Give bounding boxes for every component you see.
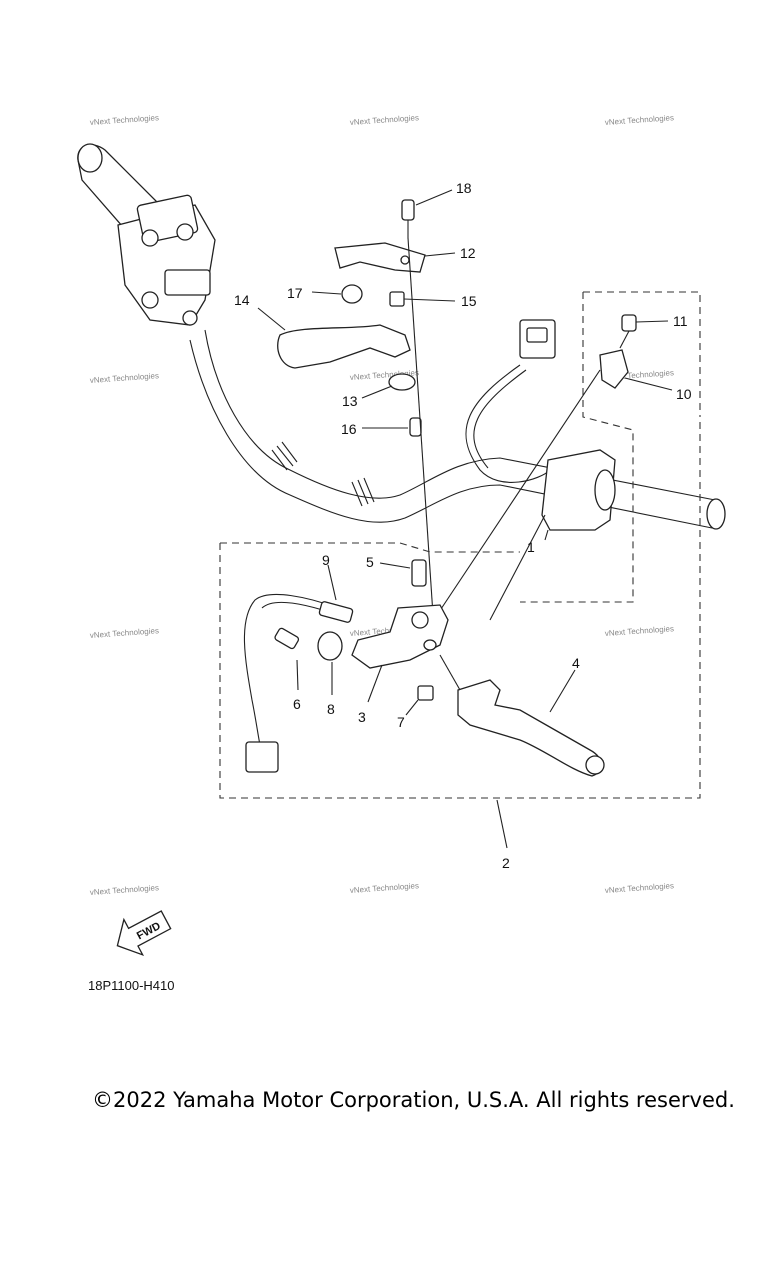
- watermark-text: vNext Technologies: [605, 624, 675, 638]
- watermark-text: vNext Technologies: [350, 113, 420, 127]
- part-17-knob: [311, 284, 363, 304]
- watermark: vNext Technologies: [90, 113, 160, 127]
- watermark: vNext Technologies: [90, 371, 160, 385]
- callout-2-leader: [496, 799, 508, 849]
- watermark: vNext Technologies: [90, 626, 160, 640]
- callout-box-upper: [520, 291, 701, 603]
- part-labels: 1 2 3 4 5 6 7 8 9 10 11 12 13 14 15 16 1…: [234, 180, 692, 871]
- part-label-12: 12: [460, 245, 476, 261]
- part-8-adjuster: [317, 631, 343, 695]
- part-7-nut: [405, 685, 434, 716]
- watermark-text: vNext Technologies: [605, 113, 675, 127]
- watermark: vNext Technologies: [605, 881, 675, 895]
- part-4-lever: [439, 654, 605, 777]
- part-6-screw: [274, 627, 300, 691]
- watermark: vNext Technologies: [350, 881, 420, 895]
- part-1-switch: [465, 319, 616, 621]
- part-label-2: 2: [502, 855, 510, 871]
- part-16-bolt: [362, 417, 422, 437]
- part-18-bolt: [401, 189, 453, 238]
- copyright-notice: ©2022 Yamaha Motor Corporation, U.S.A. A…: [92, 1088, 735, 1112]
- part-13-washer: [361, 373, 416, 399]
- part-label-8: 8: [327, 701, 335, 717]
- part-label-5: 5: [366, 554, 374, 570]
- part-label-18: 18: [456, 180, 472, 196]
- fwd-arrow-icon: FWD: [116, 910, 172, 957]
- part-10-clamp: [434, 349, 673, 619]
- watermark: vNext Technologies: [90, 883, 160, 897]
- assembly-axis: [407, 237, 435, 631]
- watermark: vNext Technologies: [605, 624, 675, 638]
- watermark: vNext Technologies: [605, 113, 675, 127]
- diagram-code: 18P1100-H410: [88, 978, 175, 993]
- watermark-text: vNext Technologies: [90, 113, 160, 127]
- part-label-4: 4: [572, 655, 580, 671]
- part-12-holder: [334, 242, 456, 273]
- brake-master-cylinder: [117, 194, 216, 326]
- part-label-14: 14: [234, 292, 250, 308]
- part-11-screw: [619, 314, 669, 349]
- part-label-15: 15: [461, 293, 477, 309]
- part-label-7: 7: [397, 714, 405, 730]
- part-3-bracket: [351, 604, 449, 703]
- watermark: vNext Technologies: [350, 113, 420, 127]
- watermark-text: vNext Technologies: [350, 881, 420, 895]
- watermark-text: vNext Technologies: [90, 883, 160, 897]
- part-label-11: 11: [673, 313, 688, 329]
- part-label-9: 9: [322, 552, 330, 568]
- part-label-10: 10: [676, 386, 692, 402]
- part-label-6: 6: [293, 696, 301, 712]
- watermark-text: vNext Technologies: [90, 626, 160, 640]
- part-9-cable-switch: [243, 564, 354, 773]
- part-14-lever: [257, 307, 411, 369]
- callout-box-lower: [219, 418, 701, 799]
- part-15-nut: [389, 291, 456, 307]
- part-label-16: 16: [341, 421, 357, 437]
- part-5-bolt: [379, 559, 427, 587]
- part-label-17: 17: [287, 285, 303, 301]
- watermark-text: vNext Technologies: [605, 881, 675, 895]
- watermark-text: vNext Technologies: [90, 371, 160, 385]
- part-label-1: 1: [527, 539, 535, 555]
- part-label-3: 3: [358, 709, 366, 725]
- part-label-13: 13: [342, 393, 358, 409]
